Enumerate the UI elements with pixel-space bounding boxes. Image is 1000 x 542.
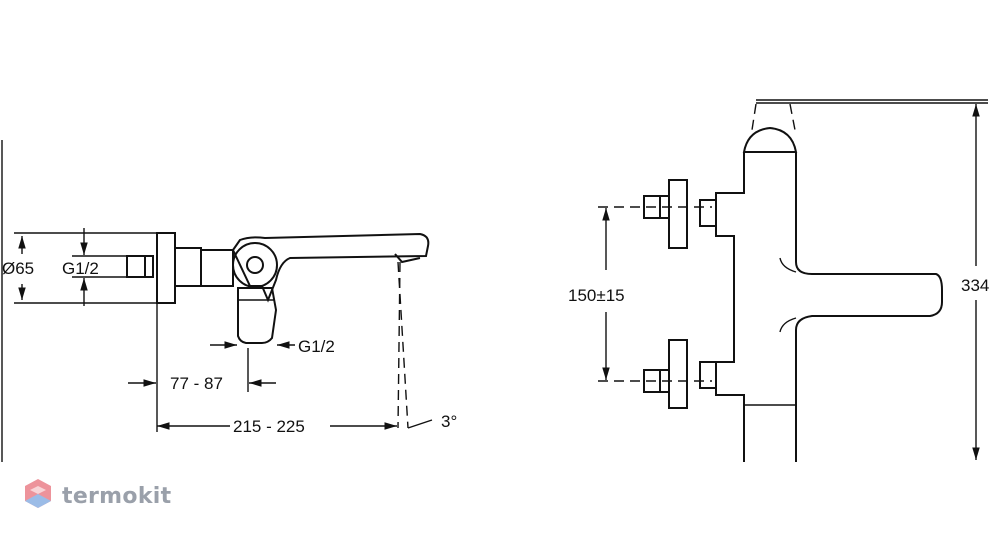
spacing-label: 150±15 [568, 286, 625, 305]
cap-outline [751, 103, 796, 131]
body-left-edge [715, 152, 745, 462]
eccentric [174, 247, 202, 287]
body-right-edge [795, 152, 943, 462]
side-view: Ø65 G1/2 G1/2 77 - 87 215 - 225 3° [1, 140, 457, 462]
thermostat-cap [742, 126, 798, 153]
angle-leader [407, 419, 433, 429]
angle-label: 3° [441, 412, 457, 431]
front-view: 150±15 334 [568, 99, 989, 462]
inlet-flange-bottom [668, 339, 688, 409]
spout-outlet [394, 253, 421, 264]
length-label: 215 - 225 [233, 417, 305, 436]
watermark-brand: termokit [62, 484, 172, 509]
termokit-logo [25, 479, 51, 508]
thread-label-top: G1/2 [62, 259, 99, 278]
diameter-label: Ø65 [2, 259, 34, 278]
inlet-flange-top [668, 179, 688, 249]
spout [231, 232, 430, 303]
thread-label-bottom: G1/2 [298, 337, 335, 356]
water-stream-line [397, 261, 409, 429]
reach-label: 77 - 87 [170, 374, 223, 393]
bottom-outlet [237, 287, 278, 344]
height-label: 334 [961, 276, 989, 295]
wall-flange [156, 232, 176, 304]
body-pipe [200, 249, 234, 287]
inlet-eccentric-top [699, 199, 717, 227]
connector-stub [126, 255, 154, 278]
inlet-eccentric-bottom [699, 361, 717, 389]
